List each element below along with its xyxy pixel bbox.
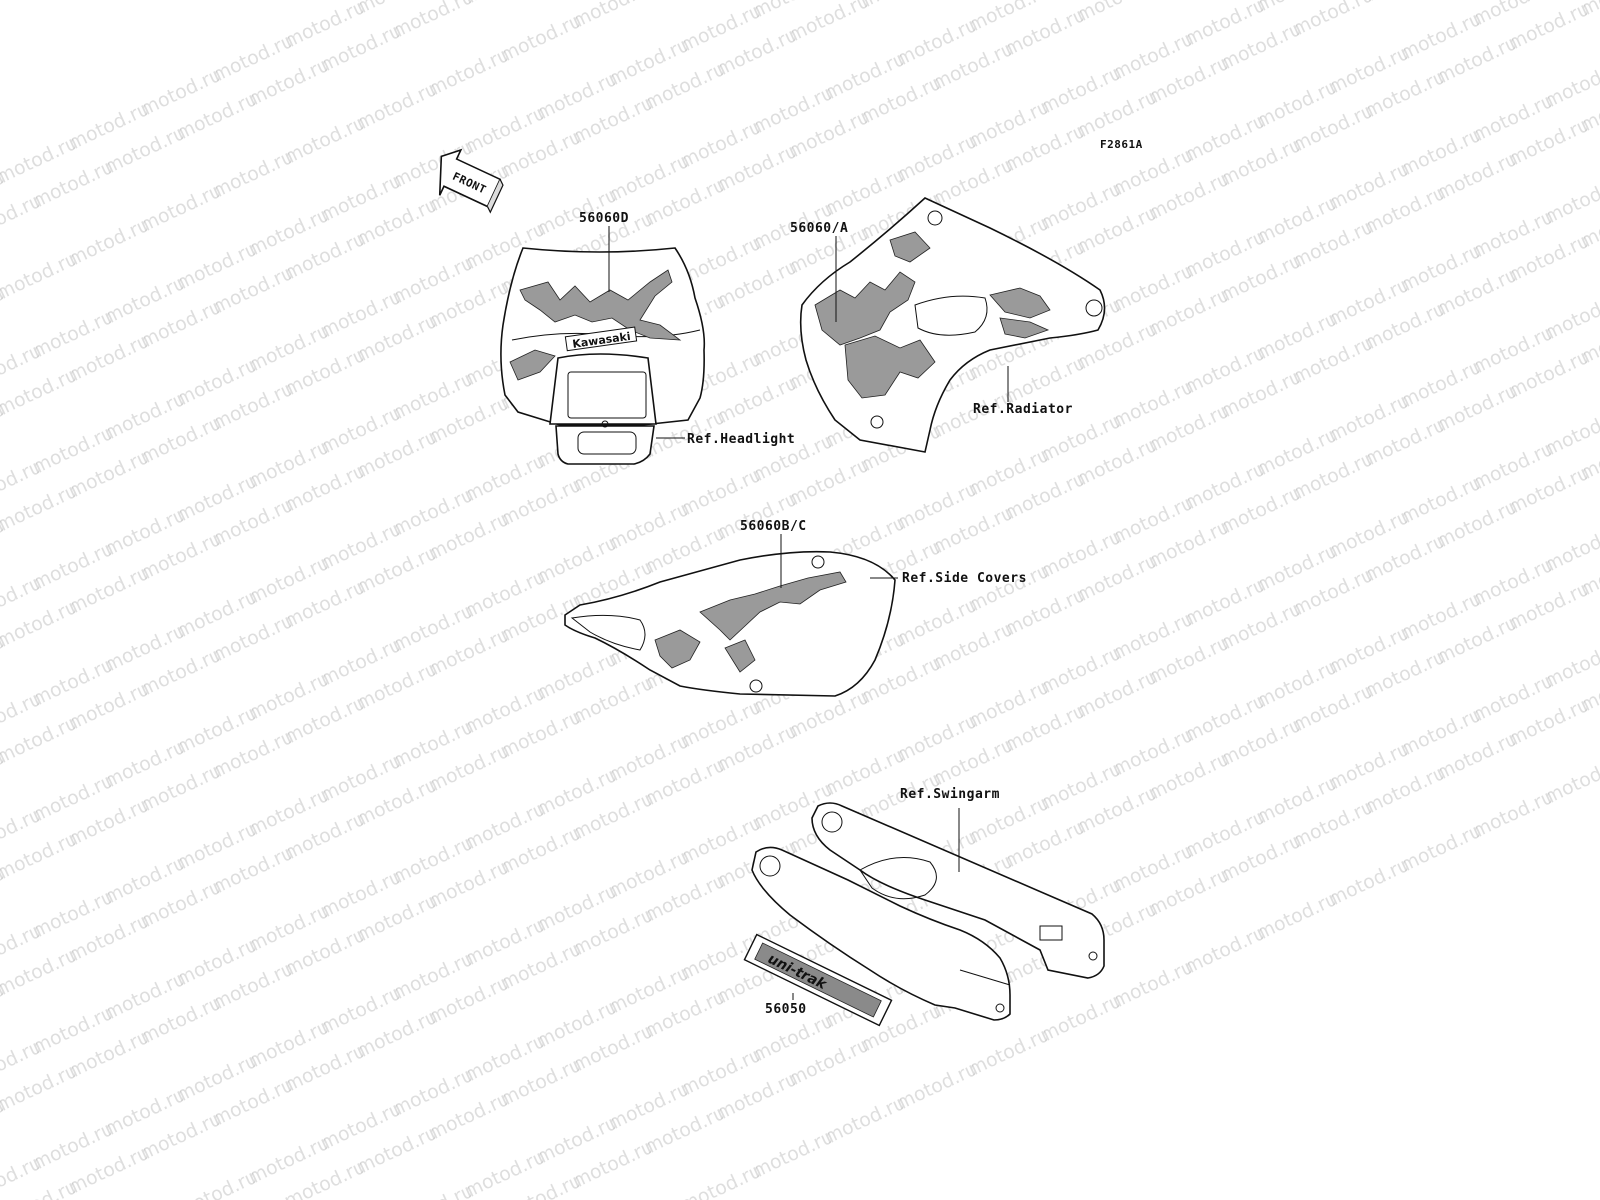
callout-56060-A: 56060/A <box>790 221 848 236</box>
ref-swingarm-label: Ref.Swingarm <box>900 787 1000 802</box>
side-cover <box>564 550 896 697</box>
ref-headlight-label: Ref.Headlight <box>687 432 795 447</box>
front-direction-arrow: FRONT <box>438 148 504 214</box>
callout-56050: 56050 <box>765 1002 807 1017</box>
callout-56060D: 56060D <box>579 211 629 226</box>
ref-side-covers-label: Ref.Side Covers <box>902 571 1027 586</box>
callout-56060B-C: 56060B/C <box>740 519 807 534</box>
swingarm <box>751 802 1105 1021</box>
ref-radiator-label: Ref.Radiator <box>973 402 1073 417</box>
figure-code: F2861A <box>1100 138 1143 151</box>
headlight-cover: Kawasaki <box>500 247 706 465</box>
radiator-shroud <box>799 197 1106 453</box>
